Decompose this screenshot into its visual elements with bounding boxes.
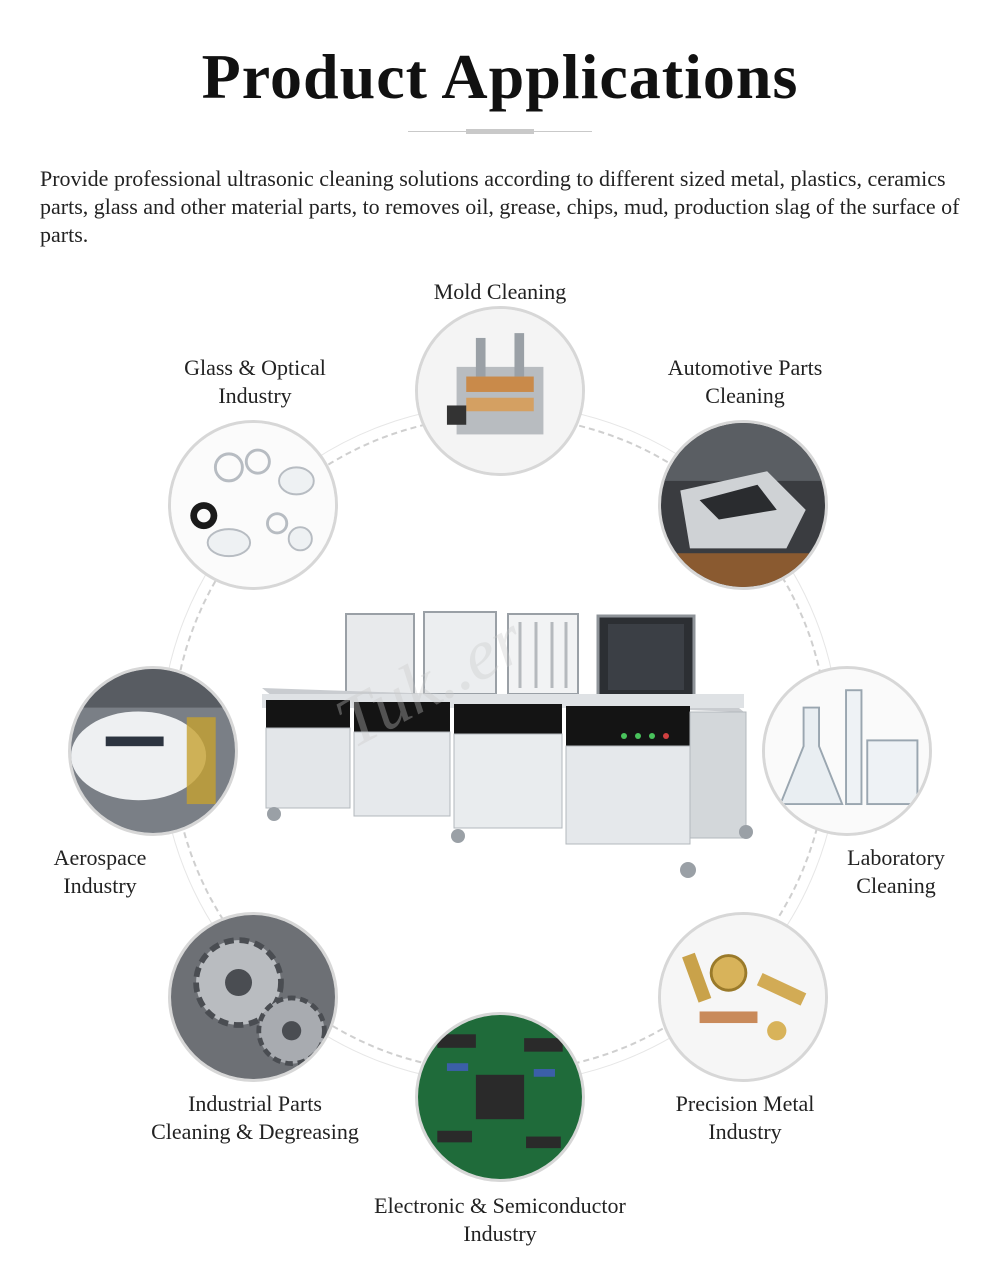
- label-industrial-parts: Industrial Parts Cleaning & Degreasing: [151, 1091, 359, 1144]
- title-divider-accent: [466, 129, 534, 134]
- label-precision-metal: Precision Metal Industry: [675, 1091, 815, 1144]
- glass-optics-image: [168, 420, 338, 590]
- page-title: Product Applications: [201, 41, 799, 112]
- label-glass-optical: Glass & Optical Industry: [184, 355, 326, 408]
- precision-metal-parts-image: [658, 912, 828, 1082]
- label-laboratory: Laboratory Cleaning: [847, 845, 945, 898]
- intro-paragraph: Provide professional ultrasonic cleaning…: [40, 166, 960, 247]
- laboratory-glassware-image: [762, 666, 932, 836]
- label-electronic-semiconductor: Electronic & Semiconductor Industry: [374, 1193, 626, 1246]
- aircraft-image: [68, 666, 238, 836]
- industrial-gears-image: [168, 912, 338, 1082]
- label-aerospace: Aerospace Industry: [53, 845, 147, 898]
- label-mold-cleaning: Mold Cleaning: [433, 279, 567, 304]
- circuit-board-image: [415, 1012, 585, 1182]
- mold-cleaning-image: [415, 306, 585, 476]
- label-automotive-parts: Automotive Parts Cleaning: [667, 355, 823, 408]
- ultrasonic-cleaning-machine-image: [262, 611, 753, 878]
- automotive-parts-image: [658, 420, 828, 590]
